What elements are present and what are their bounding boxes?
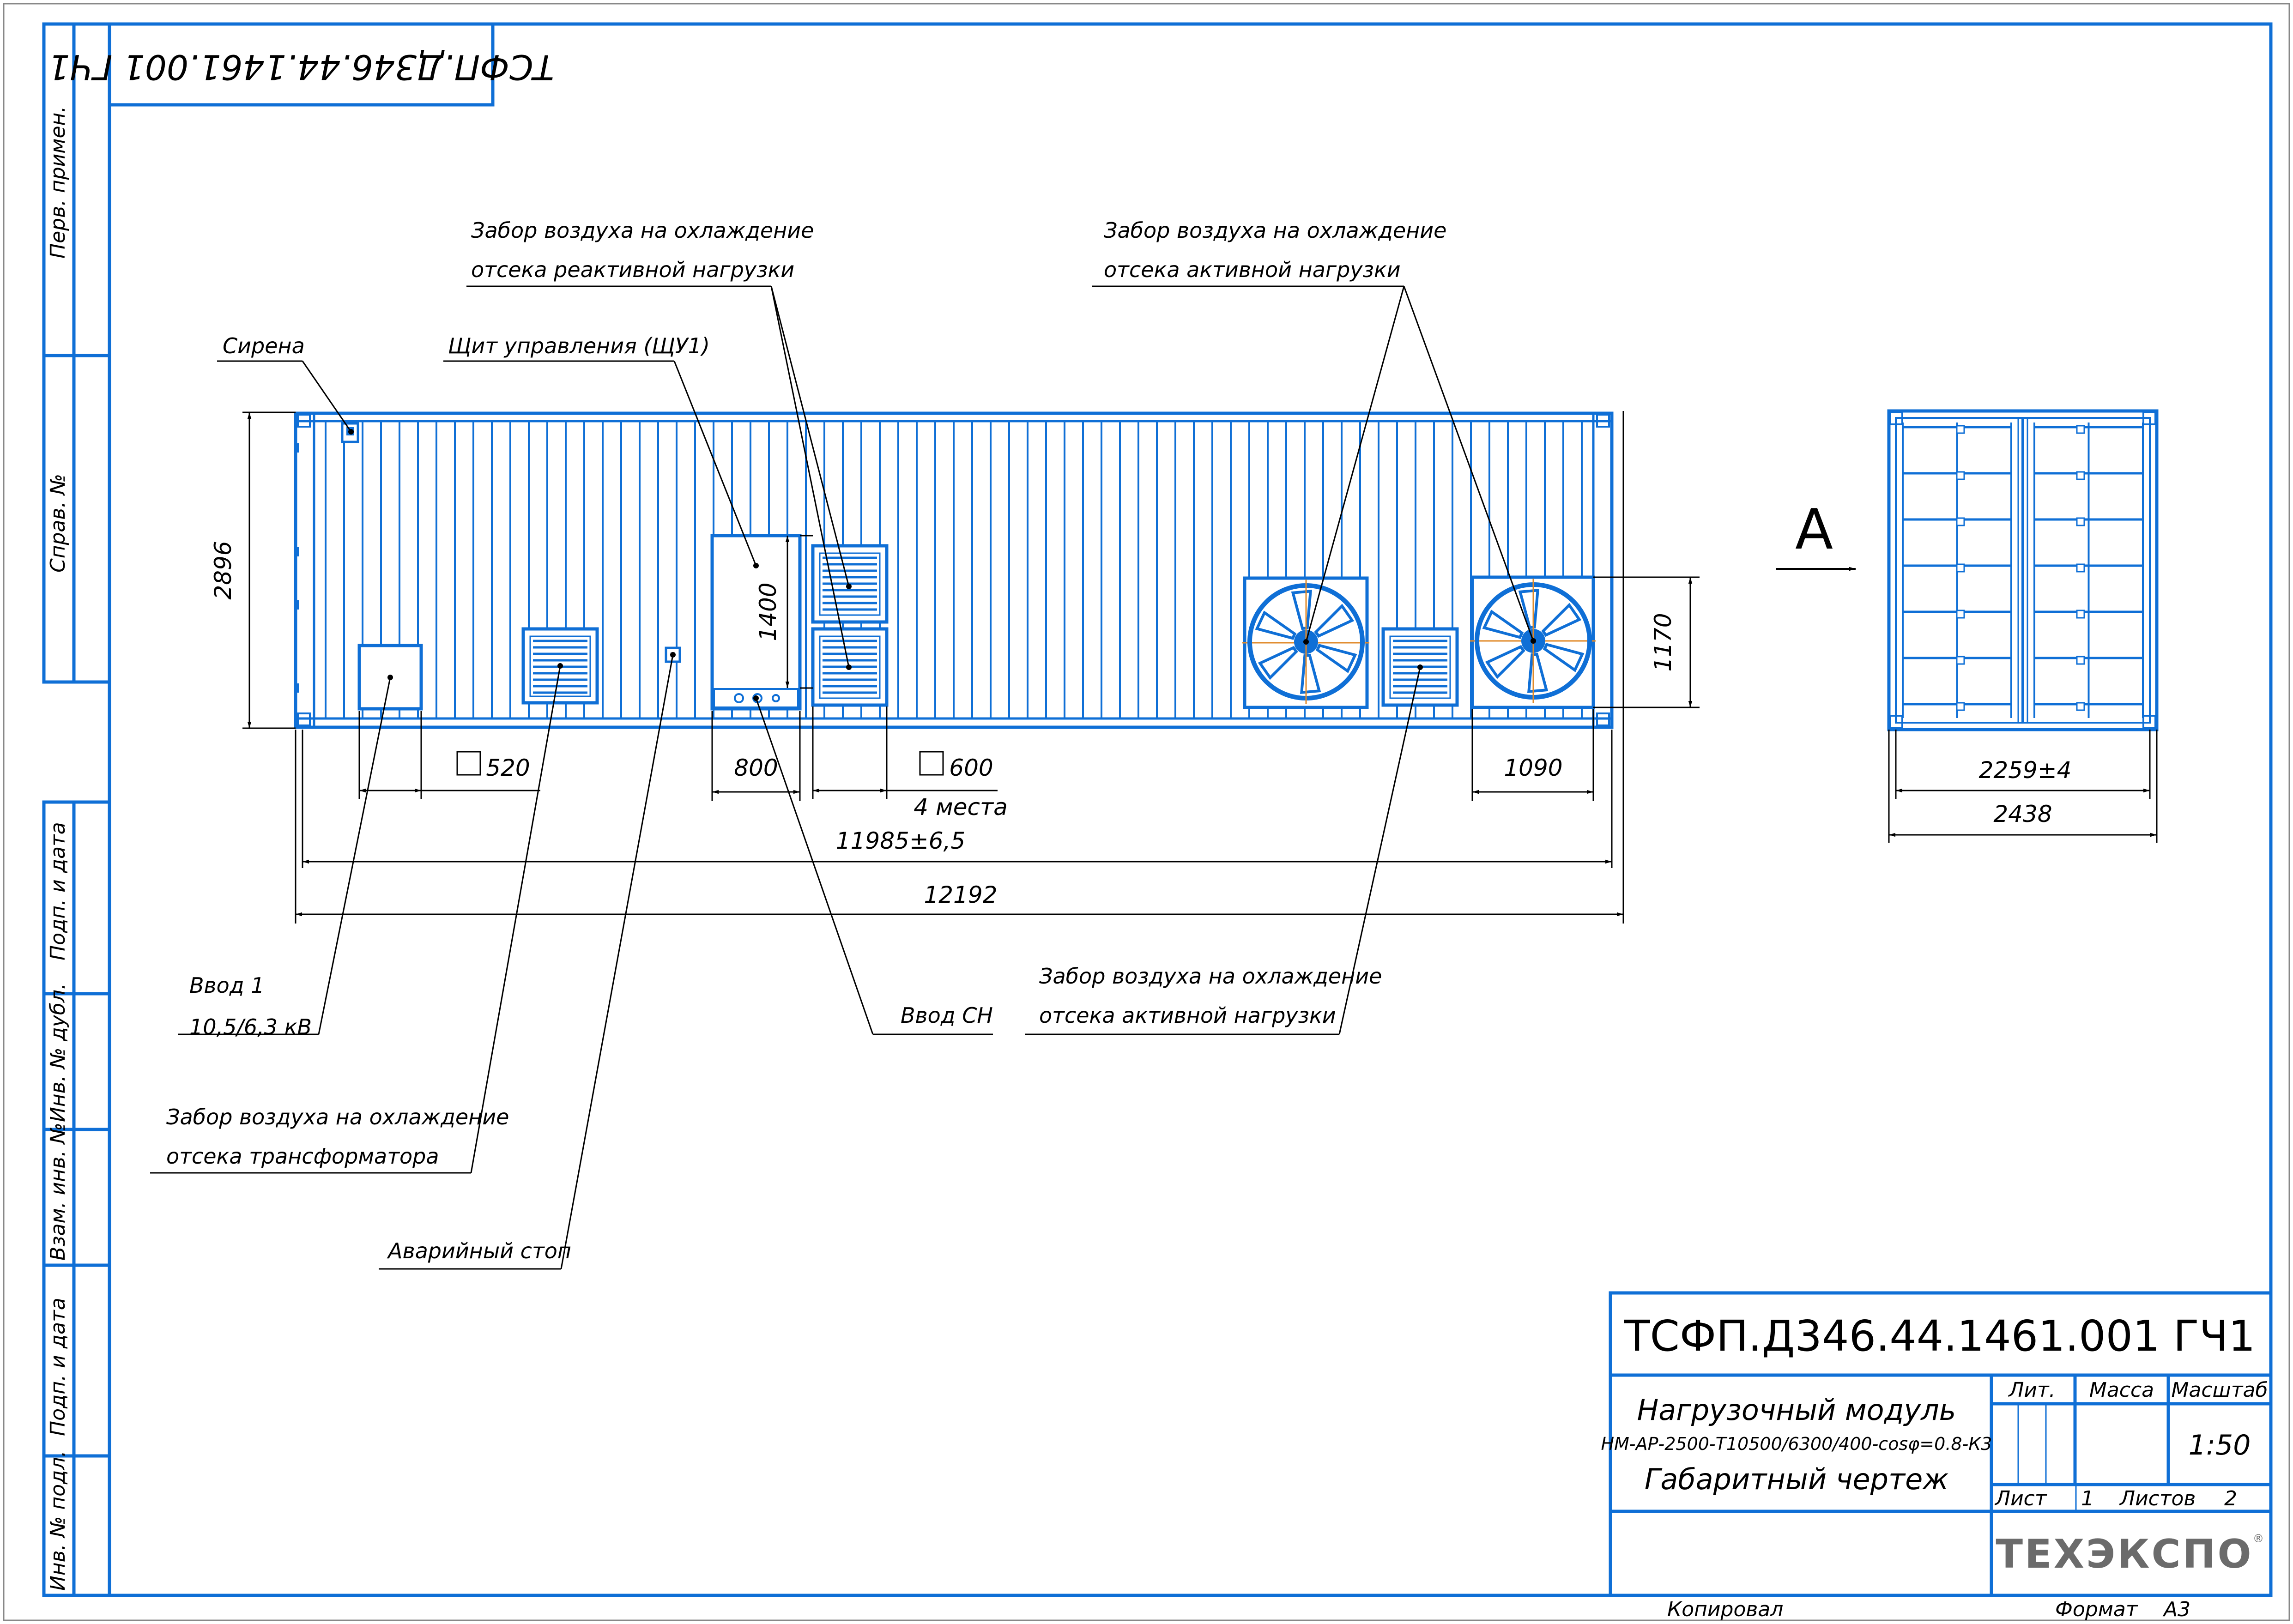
callout-trans-2: отсека трансформатора xyxy=(166,1144,439,1169)
fan-blade xyxy=(1541,603,1582,637)
square-symbol xyxy=(456,751,481,776)
corner-casting xyxy=(2142,411,2156,425)
dim-4-mesta: 4 места xyxy=(914,794,1007,821)
fan-blade xyxy=(1543,643,1585,672)
container-end-view-a xyxy=(1887,409,2159,731)
left-margin-strip: Перв. примен. Справ. № Подп. и дата Инв.… xyxy=(42,22,111,1597)
dim-800: 800 xyxy=(734,755,778,781)
fan-icon xyxy=(1242,576,1369,709)
title-scale-value: 1:50 xyxy=(2189,1429,2251,1461)
dim-11985: 11985±6,5 xyxy=(836,827,965,854)
copied-label: Копировал xyxy=(1667,1598,1783,1621)
dimension-texts: 2896 1400 1170 520 800 600 4 места 1090 … xyxy=(210,541,2071,908)
fan-blade xyxy=(1255,610,1297,640)
dim-2259: 2259±4 xyxy=(1979,757,2072,784)
fan-blade xyxy=(1482,610,1524,639)
door-lock-bracket xyxy=(1956,517,1965,526)
title-sheet-label: Лист xyxy=(1994,1487,2047,1510)
title-name-3: Габаритный чертеж xyxy=(1645,1462,1948,1496)
title-sheets-value: 2 xyxy=(2224,1487,2237,1510)
title-block: ТСФП.Д346.44.1461.001 ГЧ1 Нагрузочный мо… xyxy=(1601,1291,2273,1621)
door-lock-bracket xyxy=(1956,563,1965,573)
reactive-louver-bottom xyxy=(811,627,889,707)
title-sheet-value: 1 xyxy=(2081,1487,2094,1510)
fan-blade xyxy=(1314,604,1355,638)
door-lock-bracket xyxy=(2076,425,2085,434)
dim-2438: 2438 xyxy=(1993,801,2052,827)
fan-blade xyxy=(1485,645,1525,679)
dim-1090: 1090 xyxy=(1504,755,1562,781)
door-lock-bracket xyxy=(2076,656,2085,665)
format-value: А3 xyxy=(2162,1598,2190,1621)
container-side-view xyxy=(294,411,1614,729)
callout-active-bot-1: Забор воздуха на охлаждение xyxy=(1039,964,1382,989)
title-name-1: Нагрузочный модуль xyxy=(1637,1393,1956,1427)
corner-casting xyxy=(1596,712,1610,726)
door-lock-bracket xyxy=(1956,656,1965,665)
top-stamp: ТСФП.Д346.44.1461.001 ГЧ1 xyxy=(48,22,554,107)
company-registered-mark: ® xyxy=(2253,1532,2264,1545)
callouts: Сирена Щит управления (ЩУ1) Забор воздух… xyxy=(166,218,1446,1263)
dim-1400: 1400 xyxy=(755,582,781,641)
margin-vzam-inv: Взам. инв. № xyxy=(46,1123,70,1261)
callout-active-top-1: Забор воздуха на охлаждение xyxy=(1104,218,1446,243)
callout-reactive-2: отсека реактивной нагрузки xyxy=(471,257,794,282)
margin-sprav-no: Справ. № xyxy=(46,474,70,573)
title-name-2: НМ-АР-2500-Т10500/6300/400-cosφ=0.8-К3 xyxy=(1601,1434,1992,1454)
margin-inv-dubl: Инв. № дубл. xyxy=(46,983,70,1122)
callout-sirena: Сирена xyxy=(223,333,305,358)
door-hinges xyxy=(294,443,299,693)
corner-casting xyxy=(1596,414,1610,428)
corner-casting xyxy=(1889,715,1903,729)
title-lit-label: Лит. xyxy=(2008,1378,2055,1402)
dim-12192: 12192 xyxy=(924,881,997,908)
dim-600: 600 xyxy=(949,755,993,781)
door-lock-bracket xyxy=(2076,610,2085,619)
fan-blade xyxy=(1315,644,1357,673)
title-mass-label: Масса xyxy=(2089,1378,2154,1402)
callout-vvod1-1: Ввод 1 xyxy=(189,973,265,998)
leader-lines xyxy=(150,285,1534,1270)
top-stamp-designation: ТСФП.Д346.44.1461.001 ГЧ1 xyxy=(48,47,554,86)
format-label: Формат xyxy=(2055,1598,2138,1621)
door-lock-bracket xyxy=(1956,471,1965,480)
company-logo: ТЕХЭКСПО xyxy=(1996,1531,2253,1577)
dim-1170: 1170 xyxy=(1650,613,1676,671)
callout-trans-1: Забор воздуха на охлаждение xyxy=(166,1105,509,1129)
leader-dots xyxy=(348,429,1536,701)
callout-vvod1-2: 10,5/6,3 кВ xyxy=(189,1014,312,1039)
emergency-stop-button xyxy=(665,646,681,663)
door-lock-bracket xyxy=(2076,471,2085,480)
door-lock-bracket xyxy=(2076,702,2085,711)
door-lock-bracket xyxy=(2076,517,2085,526)
callout-avar-stop: Аварийный стоп xyxy=(387,1238,571,1263)
title-sheets-label: Листов xyxy=(2119,1487,2196,1510)
title-scale-label: Масштаб xyxy=(2171,1378,2268,1402)
callout-active-top-2: отсека активной нагрузки xyxy=(1104,257,1401,282)
title-designation: ТСФП.Д346.44.1461.001 ГЧ1 xyxy=(1623,1311,2255,1361)
door-lock-bracket xyxy=(2076,563,2085,573)
square-symbol xyxy=(919,751,944,776)
corner-casting xyxy=(1889,411,1903,425)
dim-520: 520 xyxy=(486,755,530,781)
door-lock-bracket xyxy=(1956,610,1965,619)
callout-shchit: Щит управления (ЩУ1) xyxy=(448,333,710,358)
corner-casting xyxy=(297,712,311,726)
corner-casting xyxy=(297,414,311,428)
corner-casting xyxy=(2142,715,2156,729)
view-a-letter: А xyxy=(1795,498,1833,562)
fan-blade xyxy=(1258,646,1298,680)
margin-inv-podl: Инв. № подл. xyxy=(46,1450,70,1591)
dim-2896: 2896 xyxy=(210,541,236,599)
margin-podp-data-1: Подп. и дата xyxy=(46,822,70,960)
callout-reactive-1: Забор воздуха на охлаждение xyxy=(471,218,814,243)
sheet-outer-border xyxy=(3,3,2290,1621)
callout-vvod-sn: Ввод СН xyxy=(901,1003,993,1028)
margin-perv-primen: Перв. примен. xyxy=(46,106,70,259)
door-lock-bracket xyxy=(1956,702,1965,711)
margin-podp-data-2: Подп. и дата xyxy=(46,1298,70,1436)
callout-active-bot-2: отсека активной нагрузки xyxy=(1039,1003,1336,1028)
door-lock-bracket xyxy=(1956,425,1965,434)
